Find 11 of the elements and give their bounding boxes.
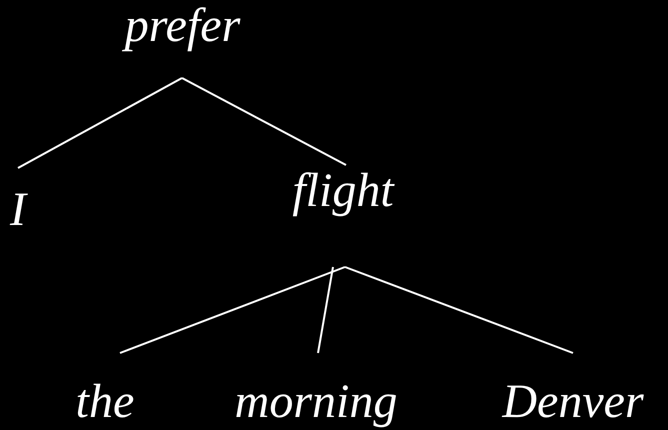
- tree-branch: [120, 266, 346, 354]
- word: flight: [292, 165, 394, 217]
- word: prefer: [124, 0, 240, 52]
- word: morning: [234, 376, 398, 428]
- word: the: [76, 376, 134, 428]
- tree-branch: [317, 266, 334, 354]
- word: Denver: [502, 376, 644, 428]
- tree-branch: [344, 266, 574, 354]
- tree-branch: [182, 77, 346, 166]
- word: I: [10, 184, 26, 236]
- tree-branch: [18, 77, 182, 169]
